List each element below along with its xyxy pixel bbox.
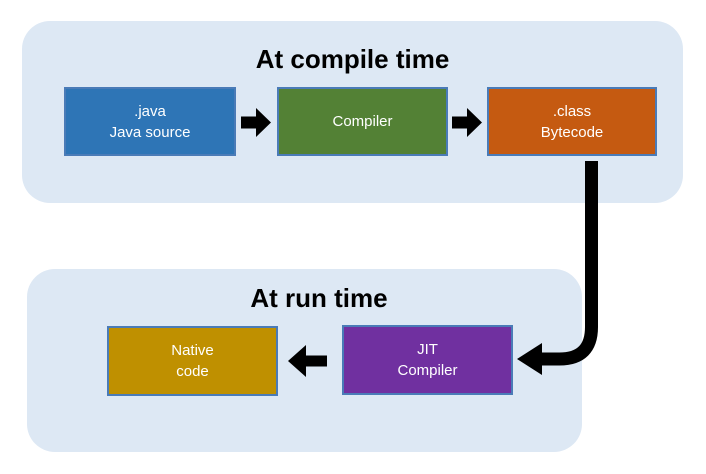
native-code-box-line1: Native [171, 342, 214, 359]
java-source-box-line1: .java [134, 102, 166, 120]
java-source-box: .java Java source [64, 87, 236, 156]
compiler-box: Compiler [277, 87, 448, 156]
compiler-box-line1: Compiler [332, 113, 393, 130]
compile-time-title: At compile time [255, 44, 450, 74]
bytecode-box-line2: Bytecode [540, 123, 604, 141]
jit-compiler-box-line2: Compiler [397, 362, 458, 379]
jit-compiler-box-line1: JIT [417, 341, 438, 358]
jit-compiler-box: JIT Compiler [342, 325, 513, 395]
run-time-title: At run time [250, 283, 388, 313]
native-code-box-line2: code [176, 363, 209, 380]
bytecode-box-line1: .class [552, 102, 592, 120]
bytecode-box: .class Bytecode [487, 87, 657, 156]
native-code-box: Native code [107, 326, 278, 396]
java-source-box-line2: Java source [109, 123, 191, 141]
